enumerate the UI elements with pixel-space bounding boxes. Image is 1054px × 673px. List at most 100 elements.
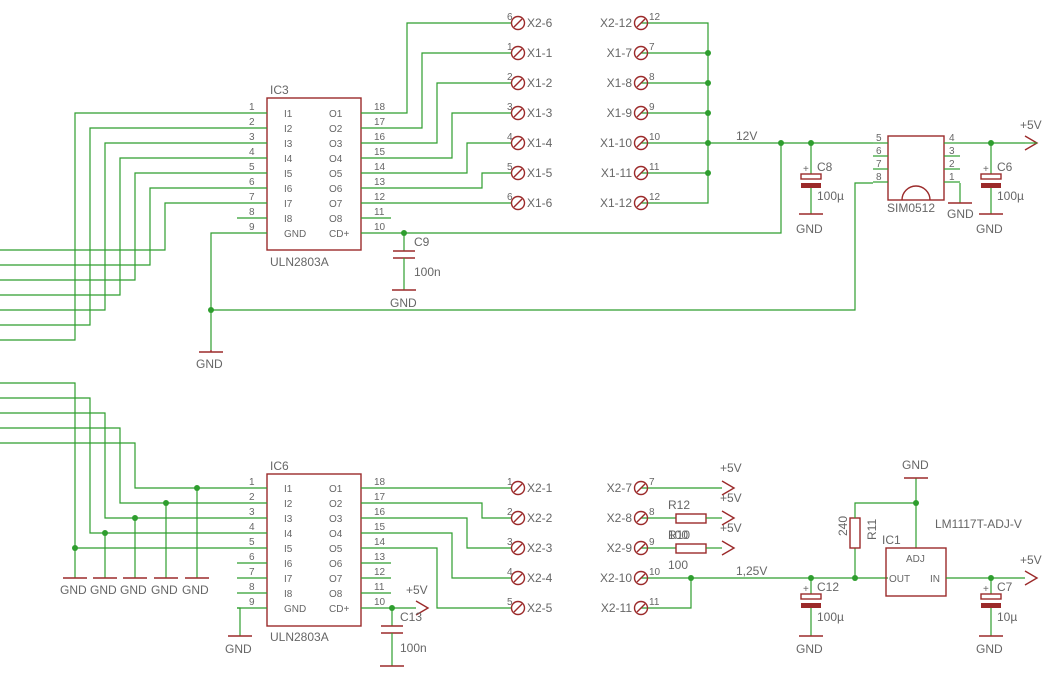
ic3-pin-name: O6: [329, 184, 343, 195]
ic3-pin-name: I5: [284, 169, 293, 180]
ic1-ref: IC1: [882, 533, 901, 547]
ic6-pin-num: 7: [249, 567, 255, 578]
connector-label: X1-10: [600, 136, 632, 150]
connector-pin-num: 4: [507, 132, 513, 143]
r10-value: 100: [668, 558, 688, 572]
connector-label: X2-3: [527, 541, 553, 555]
connector-terminal: 4 X2-4: [507, 567, 553, 586]
ic6-pin-name: I7: [284, 574, 293, 585]
ic3-pin-num: 12: [374, 192, 386, 203]
c9-ref: C9: [414, 235, 430, 249]
ic3-pin-name: I1: [284, 109, 293, 120]
ic6-pin-num: 16: [374, 507, 386, 518]
ic6-pin-name: I1: [284, 484, 293, 495]
ic6-pin-num: 8: [249, 582, 255, 593]
connector-label: X2-6: [527, 16, 553, 30]
c6-ref: C6: [997, 160, 1013, 174]
ic3-ref: IC3: [270, 83, 289, 97]
capacitor-c9: C9 100n GND: [390, 233, 441, 310]
c8-value: 100µ: [817, 189, 844, 203]
ic6-body: [266, 473, 362, 627]
gnd-symbol-ic3: GND: [196, 350, 223, 371]
ic3-input-wires: [0, 112, 873, 350]
ic6-pin-name: I2: [284, 499, 293, 510]
capacitor-c13: C13 100n: [380, 608, 427, 667]
ic6-pin-num: 1: [249, 477, 255, 488]
connector-pin-num: 10: [649, 132, 661, 143]
ic6-pin-name: I3: [284, 514, 293, 525]
ic3-pin-num: 4: [249, 147, 255, 158]
svg-text:+: +: [803, 164, 809, 175]
net-12v: 12V: [736, 129, 757, 143]
bus-12v: 12V: [641, 22, 873, 204]
svg-text:GND: GND: [151, 583, 178, 597]
ic6-pin-num: 12: [374, 567, 386, 578]
ic6-pin-num: 11: [374, 582, 385, 593]
ic6-pin-name: O7: [329, 574, 343, 585]
connector-label: X1-4: [527, 136, 553, 150]
connector-pin-num: 12: [649, 12, 661, 23]
ic6-pin-name: GND: [284, 604, 306, 615]
ic3-pin-num: 1: [249, 102, 255, 113]
connector-label: X1-5: [527, 166, 553, 180]
connector-label: X2-7: [607, 481, 633, 495]
svg-text:GND: GND: [90, 583, 117, 597]
c7-value: 10µ: [997, 610, 1017, 624]
ic6-pins: 1I12I23I34I45I56I67I78I89GND18O117O216O3…: [237, 477, 391, 615]
ic3-pin-num: 2: [249, 117, 255, 128]
connector-pin-num: 9: [649, 102, 655, 113]
ic3-pin-name: O4: [329, 154, 343, 165]
ic6-value: ULN2803A: [270, 630, 329, 644]
svg-text:GND: GND: [225, 642, 252, 656]
connector-label: X1-1: [527, 46, 553, 60]
ic3-pin-name: I2: [284, 124, 293, 135]
connector-label: X1-11: [601, 166, 632, 180]
ic3-pin-num: 10: [374, 222, 386, 233]
c12-ref: C12: [817, 580, 839, 594]
svg-text:GND: GND: [182, 583, 209, 597]
svg-text:GND: GND: [976, 222, 1003, 236]
connector-pin-num: 5: [507, 162, 513, 173]
ic6-pin-name: O4: [329, 529, 343, 540]
connector-terminal: 10 X1-10: [600, 132, 661, 151]
ic6-pin-name: O5: [329, 544, 343, 555]
connector-pin-num: 4: [507, 567, 513, 578]
ic3-pin-num: 17: [374, 117, 386, 128]
connector-pin-num: 10: [649, 567, 661, 578]
connector-pin-num: 6: [507, 192, 513, 203]
ic6-pin-name: CD+: [329, 604, 349, 615]
ic6-ref: IC6: [270, 459, 289, 473]
connector-pin-num: 9: [649, 537, 655, 548]
connector-pin-num: 8: [649, 507, 655, 518]
sim-pin-num: 1: [949, 172, 955, 183]
connector-terminal: 6 X1-6: [507, 192, 553, 211]
c8-ref: C8: [817, 160, 833, 174]
connector-terminal: 7X1-7: [607, 42, 655, 61]
svg-text:GND: GND: [390, 296, 417, 310]
connector-label: X2-4: [527, 571, 553, 585]
ic6-pin-name: O8: [329, 589, 343, 600]
ic3-body: [266, 97, 362, 251]
c6-value: 100µ: [997, 189, 1024, 203]
ic1-out: OUT: [889, 574, 910, 585]
svg-text:GND: GND: [947, 207, 974, 221]
ic3-pin-num: 16: [374, 132, 386, 143]
ic3-pin-name: CD+: [329, 229, 349, 240]
ic6-pin-name: I5: [284, 544, 293, 555]
connector-pin-num: 7: [649, 477, 655, 488]
connector-pin-num: 2: [507, 72, 513, 83]
svg-text:GND: GND: [976, 642, 1003, 656]
ic6-pin-name: O2: [329, 499, 343, 510]
connector-label: X1-6: [527, 196, 553, 210]
